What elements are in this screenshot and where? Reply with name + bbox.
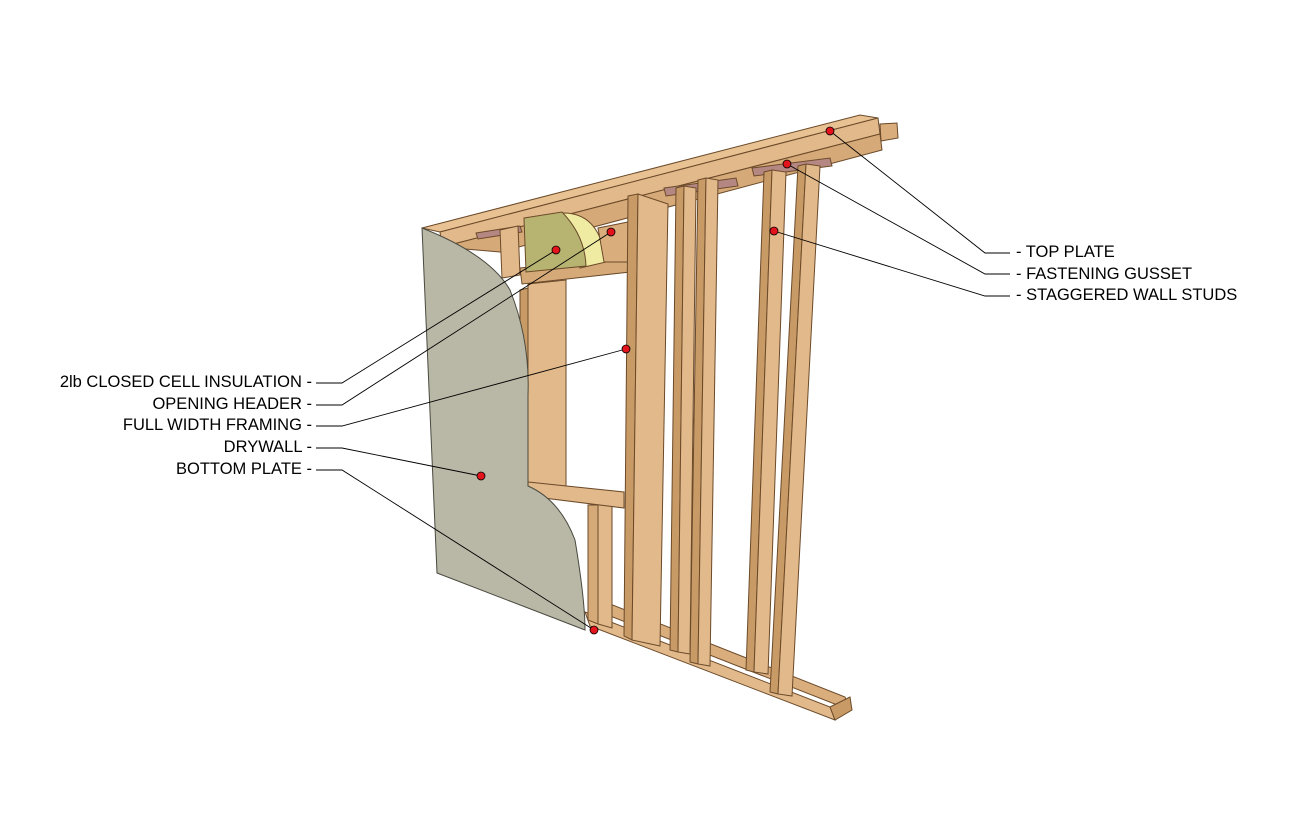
label-staggered-wall-studs: - STAGGERED WALL STUDS — [1016, 286, 1238, 304]
leader-gusset — [786, 163, 1010, 275]
leader-insulation — [316, 249, 557, 384]
label-fastening-gusset: - FASTENING GUSSET — [1016, 265, 1193, 283]
stud-face — [777, 163, 821, 697]
label-top-plate: - TOP PLATE — [1016, 243, 1115, 261]
bottom-plate-end — [829, 696, 853, 721]
opening-frame — [519, 255, 631, 509]
stud-face — [753, 169, 787, 675]
stud — [499, 225, 521, 279]
label-opening-header: OPENING HEADER - — [152, 395, 312, 413]
full-width-framing — [623, 193, 669, 647]
full-width-framing-face — [631, 193, 669, 647]
callout-markers — [476, 126, 835, 635]
opening-jamb-left — [527, 279, 567, 489]
insulation-front — [523, 211, 587, 273]
marker-header — [606, 227, 616, 237]
stud — [597, 499, 613, 629]
leader-header — [316, 231, 612, 406]
stud — [587, 504, 599, 625]
back-studs — [499, 225, 613, 629]
marker-framing — [621, 344, 631, 354]
label-closed-cell-insulation: 2lb CLOSED CELL INSULATION - — [59, 373, 312, 391]
marker-top-plate — [825, 126, 835, 136]
top-plate-back-board — [879, 122, 899, 142]
stud-face — [697, 177, 719, 667]
marker-studs — [769, 226, 779, 236]
leader-top-plate — [829, 130, 1010, 254]
header-end-block — [597, 221, 631, 263]
leader-lines — [316, 130, 1010, 631]
leader-bottom-plate — [316, 469, 595, 631]
label-bottom-plate: BOTTOM PLATE - — [176, 460, 312, 478]
marker-bottom-plate — [589, 625, 599, 635]
drywall-panel — [421, 227, 586, 631]
leader-studs — [773, 230, 1010, 297]
leader-framing — [316, 348, 627, 427]
label-drywall: DRYWALL - — [223, 438, 312, 456]
staggered-wall-studs — [669, 163, 821, 697]
leader-drywall — [316, 447, 482, 477]
marker-drywall — [476, 471, 486, 481]
marker-gusset — [782, 159, 792, 169]
label-full-width-framing: FULL WIDTH FRAMING - — [122, 416, 312, 434]
marker-insulation — [551, 245, 561, 255]
